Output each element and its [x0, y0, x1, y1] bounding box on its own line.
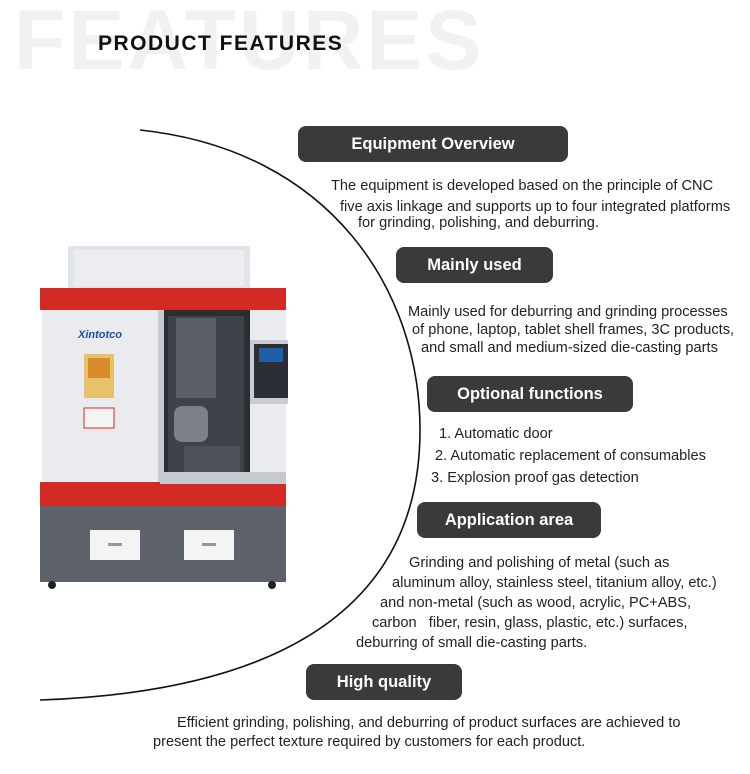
text-quality-line-1: Efficient grinding, polishing, and debur… [177, 715, 681, 731]
cnc-machine-image: Xintotco [40, 246, 288, 589]
text-mainly-line-2: of phone, laptop, tablet shell frames, 3… [412, 322, 735, 338]
brand-logo: Xintotco [77, 329, 122, 341]
text-optional-line-1: 1. Automatic door [439, 426, 553, 442]
text-application-line-2: aluminum alloy, stainless steel, titaniu… [392, 575, 717, 591]
text-mainly-line-1: Mainly used for deburring and grinding p… [408, 304, 728, 320]
text-optional-line-2: 2. Automatic replacement of consumables [435, 448, 706, 464]
heading-high-quality: High quality [306, 664, 462, 700]
text-application-line-3: and non-metal (such as wood, acrylic, PC… [380, 595, 692, 611]
text-application-line-4: carbon fiber, resin, glass, plastic, etc… [372, 615, 688, 631]
text-quality-line-2: present the perfect texture required by … [153, 734, 586, 750]
text-application-line-5: deburring of small die-casting parts. [356, 635, 588, 651]
text-application-line-1: Grinding and polishing of metal (such as [409, 555, 670, 571]
text-equipment-line-1: The equipment is developed based on the … [331, 178, 714, 194]
features-watermark: FEATURES [14, 0, 485, 87]
heading-optional-functions: Optional functions [427, 376, 633, 412]
text-equipment-line-2: five axis linkage and supports up to fou… [340, 199, 731, 215]
heading-application-area: Application area [417, 502, 601, 538]
text-mainly-line-3: and small and medium-sized die-casting p… [421, 340, 718, 356]
text-equipment-line-3: for grinding, polishing, and deburring. [358, 215, 599, 231]
text-optional-line-3: 3. Explosion proof gas detection [431, 470, 639, 486]
page-title: PRODUCT FEATURES [98, 32, 344, 55]
heading-mainly-used: Mainly used [396, 247, 553, 283]
heading-equipment-overview: Equipment Overview [298, 126, 568, 162]
